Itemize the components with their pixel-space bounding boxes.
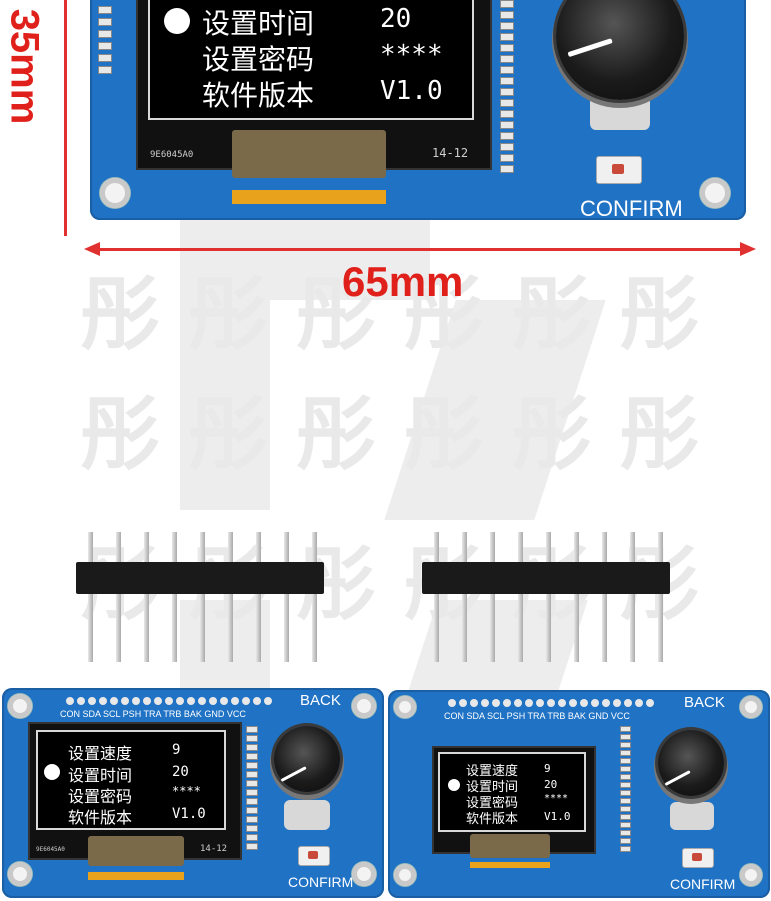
mounting-hole-icon xyxy=(740,864,762,886)
br-menu-label-0: 设置速度 xyxy=(466,764,519,779)
bl-menu-value-0: 9 xyxy=(172,742,181,758)
top-fpc-ribbon xyxy=(232,130,386,178)
rotary-knob-icon[interactable] xyxy=(274,726,340,792)
br-button-cap xyxy=(692,853,702,861)
br-menu-value-0: 9 xyxy=(544,762,551,775)
top-oled-screen xyxy=(148,0,474,120)
bl-menu-label-1: 设置时间 xyxy=(68,766,133,785)
br-menu-label-2: 设置密码 xyxy=(466,796,519,811)
top-menu-value-2: **** xyxy=(380,40,443,70)
top-fpc-date: 14-12 xyxy=(432,146,469,160)
bl-menu-value-3: V1.0 xyxy=(172,806,206,822)
br-pin-pads xyxy=(448,699,654,707)
bl-pin-labels: CON SDA SCL PSH TRA TRB BAK GND VCC xyxy=(60,709,246,719)
width-arrow-left-icon xyxy=(84,242,100,256)
top-menu-label-3: 软件版本 xyxy=(202,79,315,112)
rotary-knob-icon[interactable] xyxy=(658,730,724,796)
bl-fpc-gold xyxy=(88,872,184,880)
br-menu-value-2: **** xyxy=(544,793,569,804)
pin-header-icon xyxy=(422,532,670,662)
top-button-cap xyxy=(612,164,624,174)
bl-encoder-base xyxy=(284,800,330,830)
br-fpc-gold xyxy=(470,862,550,868)
bl-oled-screen xyxy=(36,730,226,830)
mounting-hole-icon xyxy=(394,864,416,886)
top-menu-label-1: 设置时间 xyxy=(202,7,315,40)
selection-dot-icon xyxy=(448,779,460,791)
mounting-hole-icon xyxy=(394,696,416,718)
height-dimension-label: 35mm xyxy=(2,8,47,125)
smd-column-right xyxy=(500,0,514,173)
bl-menu-label-0: 设置速度 xyxy=(68,744,133,763)
bl-pin-pads xyxy=(66,697,272,705)
width-dimension-line xyxy=(88,248,748,251)
width-arrow-right-icon xyxy=(740,242,756,256)
mounting-hole-icon xyxy=(352,694,376,718)
br-back-label: BACK xyxy=(684,694,725,711)
br-oled-screen xyxy=(438,752,586,832)
br-confirm-label: CONFIRM xyxy=(670,876,736,892)
bl-smd-column xyxy=(246,726,258,850)
br-menu-value-3: V1.0 xyxy=(544,810,571,823)
bl-confirm-label: CONFIRM xyxy=(288,874,354,890)
top-menu-label-2: 设置密码 xyxy=(202,43,315,76)
bl-menu-value-1: 20 xyxy=(172,764,189,780)
br-menu-label-3: 软件版本 xyxy=(466,812,519,827)
top-menu-value-1: 20 xyxy=(380,4,412,34)
width-dimension-label: 65mm xyxy=(342,258,464,305)
selection-dot-icon xyxy=(44,764,60,780)
bl-menu-value-2: **** xyxy=(172,784,201,798)
br-pin-labels: CON SDA SCL PSH TRA TRB BAK GND VCC xyxy=(444,711,630,721)
mounting-hole-icon xyxy=(8,694,32,718)
bl-menu-label-2: 设置密码 xyxy=(68,787,133,806)
br-menu-value-1: 20 xyxy=(544,778,558,791)
pin-header-icon xyxy=(76,532,324,662)
br-fpc-ribbon xyxy=(470,834,550,858)
mounting-hole-icon xyxy=(8,862,32,886)
smd-column-left xyxy=(98,6,112,74)
height-dimension-line xyxy=(64,0,67,236)
top-fpc-code: 9E6045A0 xyxy=(150,150,194,160)
top-fpc-gold xyxy=(232,190,386,204)
mounting-hole-icon xyxy=(700,178,730,208)
bl-fpc-code: 9E6045A0 xyxy=(36,846,65,853)
mounting-hole-icon xyxy=(740,696,762,718)
selection-dot-icon xyxy=(164,8,190,34)
bl-menu-label-3: 软件版本 xyxy=(68,808,133,827)
br-encoder-base xyxy=(670,802,714,830)
br-menu-label-1: 设置时间 xyxy=(466,780,519,795)
br-smd-column xyxy=(620,726,631,852)
bl-button-cap xyxy=(308,851,318,859)
bl-back-label: BACK xyxy=(300,692,341,709)
mounting-hole-icon xyxy=(352,862,376,886)
top-confirm-label: CONFIRM xyxy=(580,196,683,221)
bl-fpc-ribbon xyxy=(88,836,184,866)
mounting-hole-icon xyxy=(100,178,130,208)
bl-fpc-date: 14-12 xyxy=(200,844,228,854)
top-menu-value-3: V1.0 xyxy=(380,76,443,106)
